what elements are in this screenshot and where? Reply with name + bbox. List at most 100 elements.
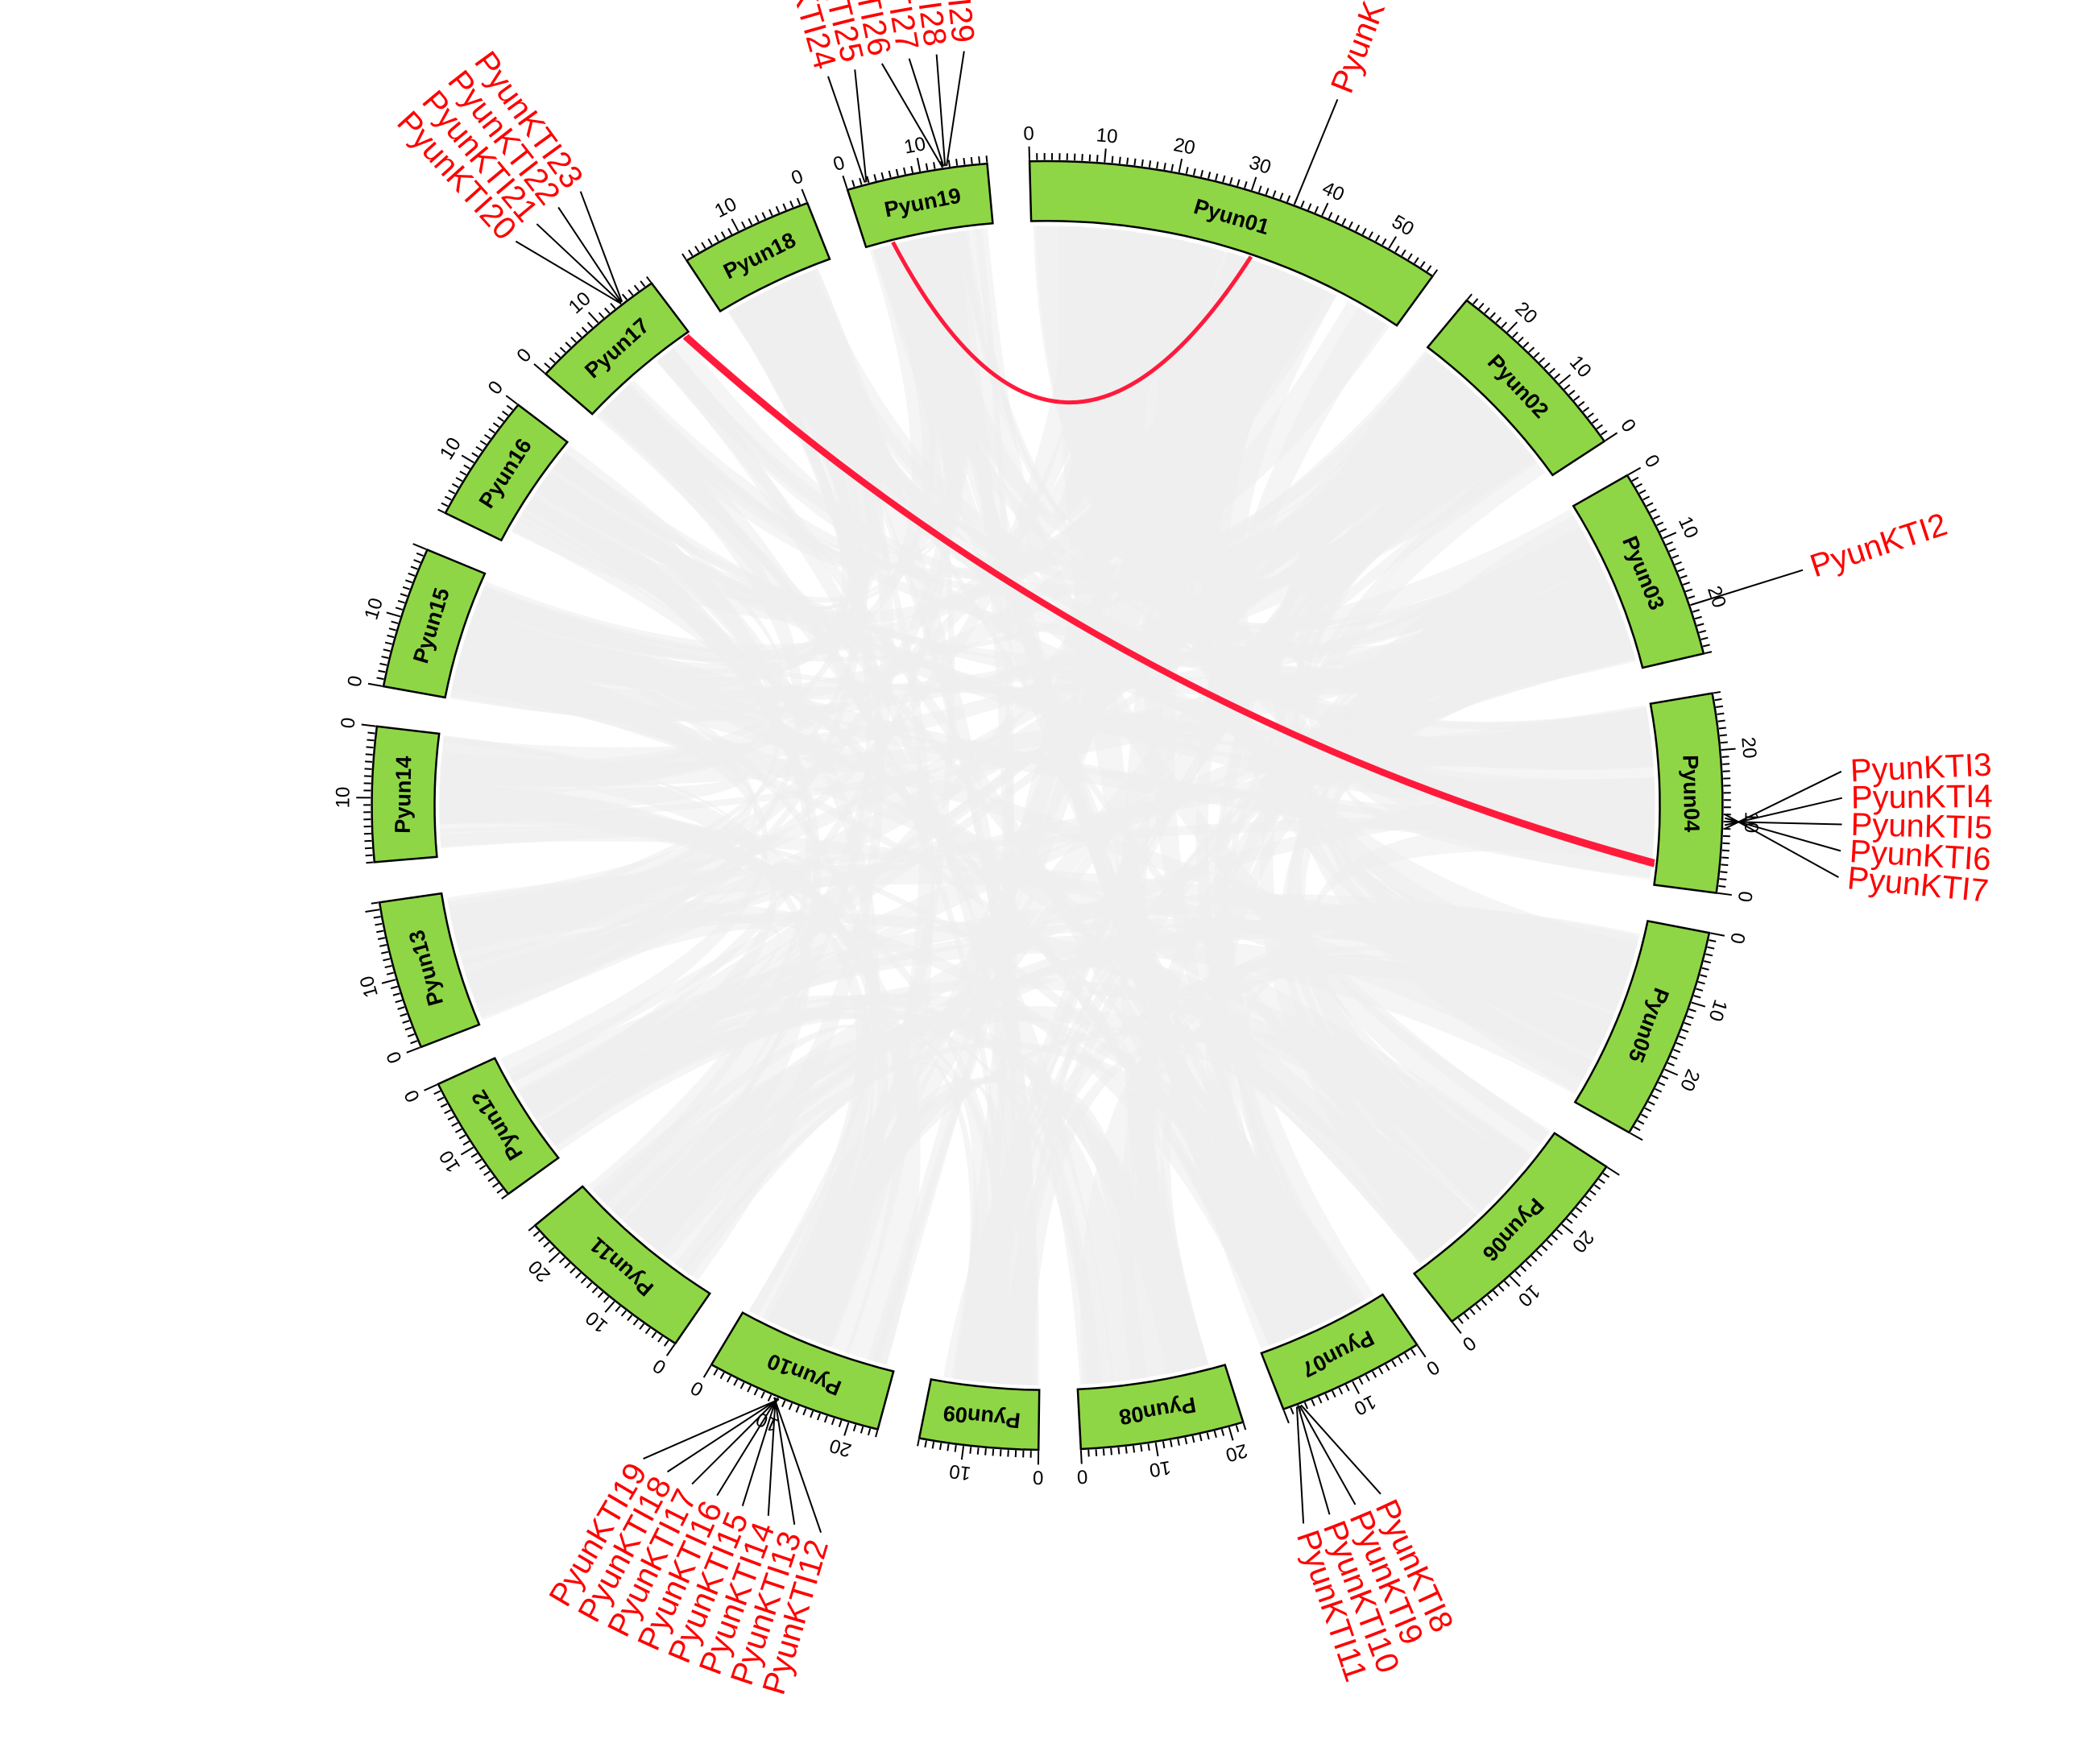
synteny-ribbon xyxy=(951,229,1014,1382)
tick-mark xyxy=(1388,236,1398,249)
tick-mark xyxy=(1536,1250,1543,1257)
tick-mark xyxy=(1272,190,1277,197)
tick-label: 50 xyxy=(1388,211,1418,241)
tick-mark xyxy=(502,410,509,416)
tick-mark xyxy=(532,1231,540,1237)
tick-mark xyxy=(1701,967,1709,971)
tick-mark xyxy=(471,452,478,458)
tick-mark xyxy=(397,1006,405,1010)
tick-mark xyxy=(1721,756,1729,758)
gene-leader-line xyxy=(1691,569,1804,606)
chromosome-block xyxy=(1573,919,1711,1134)
tick-mark xyxy=(796,197,801,205)
tick-mark xyxy=(1578,400,1585,407)
tick-mark xyxy=(1147,1443,1150,1451)
tick-mark xyxy=(1644,1107,1652,1112)
tick-mark xyxy=(1663,532,1677,540)
tick-mark xyxy=(1697,981,1705,985)
tick-mark xyxy=(1676,1041,1684,1046)
tick-mark xyxy=(440,1103,448,1108)
tick-mark xyxy=(739,1382,745,1389)
tick-mark xyxy=(576,331,582,338)
tick-mark xyxy=(1531,1255,1538,1262)
synteny-ribbon xyxy=(440,417,1514,775)
tick-mark xyxy=(1104,148,1107,163)
tick-mark xyxy=(463,464,470,470)
tick-mark xyxy=(910,166,913,173)
tick-label: 10 xyxy=(902,133,927,159)
tick-mark xyxy=(381,656,389,659)
tick-mark xyxy=(1573,395,1580,401)
tick-mark xyxy=(558,1257,565,1264)
synteny-ribbon xyxy=(1205,515,1593,1344)
synteny-ribbon xyxy=(439,784,921,1365)
tick-mark xyxy=(976,1447,980,1455)
chromosome-pyun04: Pyun0401020 xyxy=(1649,690,1763,904)
tick-mark xyxy=(1696,988,1704,992)
tick-mark xyxy=(395,999,403,1004)
tick-mark xyxy=(713,1369,719,1376)
tick-mark xyxy=(628,289,634,296)
tick-mark xyxy=(917,1439,920,1447)
tick-mark xyxy=(383,648,391,652)
tick-mark xyxy=(1718,727,1726,730)
tick-mark xyxy=(1365,1374,1370,1381)
tick-mark xyxy=(1673,1049,1681,1054)
tick-mark xyxy=(1713,690,1721,694)
tick-mark xyxy=(376,930,384,934)
tick-mark xyxy=(1522,342,1530,348)
tick-mark xyxy=(1178,159,1183,173)
tick-mark xyxy=(376,677,384,681)
chromosome-block xyxy=(846,162,994,249)
tick-label: 10 xyxy=(948,1460,972,1484)
tick-mark xyxy=(1637,1120,1645,1125)
tick-label: 0 xyxy=(1458,1331,1480,1356)
tick-mark xyxy=(1719,878,1727,881)
tick-mark xyxy=(574,1272,582,1279)
synteny-ribbon xyxy=(543,474,1654,768)
tick-mark xyxy=(1593,1184,1601,1190)
tick-mark xyxy=(1548,367,1555,374)
tick-mark xyxy=(1582,406,1590,412)
tick-mark xyxy=(1282,1410,1290,1424)
tick-mark xyxy=(1703,960,1712,964)
tick-mark xyxy=(1154,1442,1159,1457)
tick-label: 10 xyxy=(1148,1456,1173,1481)
chromosome-block xyxy=(533,1185,711,1345)
tick-mark xyxy=(587,312,599,324)
tick-mark xyxy=(1702,644,1710,648)
tick-label: 0 xyxy=(1734,890,1757,904)
tick-mark xyxy=(1207,172,1212,179)
tick-mark xyxy=(1642,495,1651,501)
tick-mark xyxy=(1647,1100,1655,1106)
tick-mark xyxy=(1358,1377,1364,1385)
tick-mark xyxy=(1698,630,1707,634)
tick-mark xyxy=(843,1422,850,1436)
gene-label: PyunKTI6 xyxy=(1849,834,1992,877)
tick-mark xyxy=(1469,1308,1476,1315)
tick-mark xyxy=(1716,705,1724,708)
tick-mark xyxy=(549,357,556,363)
tick-mark xyxy=(753,1388,759,1396)
synteny-links xyxy=(439,226,1655,1385)
tick-mark xyxy=(410,1040,418,1045)
tick-mark xyxy=(455,477,463,482)
tick-mark xyxy=(543,1241,550,1248)
gene-leader-line xyxy=(557,206,623,303)
tick-mark xyxy=(873,174,877,181)
tick-mark xyxy=(645,275,652,284)
tick-mark xyxy=(620,1310,627,1317)
tick-mark xyxy=(379,944,387,947)
tick-mark xyxy=(1133,158,1137,166)
tick-mark xyxy=(1236,179,1241,187)
gene-label: PyunKTI5 xyxy=(1850,807,1993,846)
tick-mark xyxy=(1244,180,1248,188)
tick-mark xyxy=(1688,1008,1696,1012)
tick-mark xyxy=(1721,747,1736,752)
tick-mark xyxy=(1303,1402,1309,1410)
tick-mark xyxy=(483,433,491,440)
tick-mark xyxy=(386,611,401,618)
